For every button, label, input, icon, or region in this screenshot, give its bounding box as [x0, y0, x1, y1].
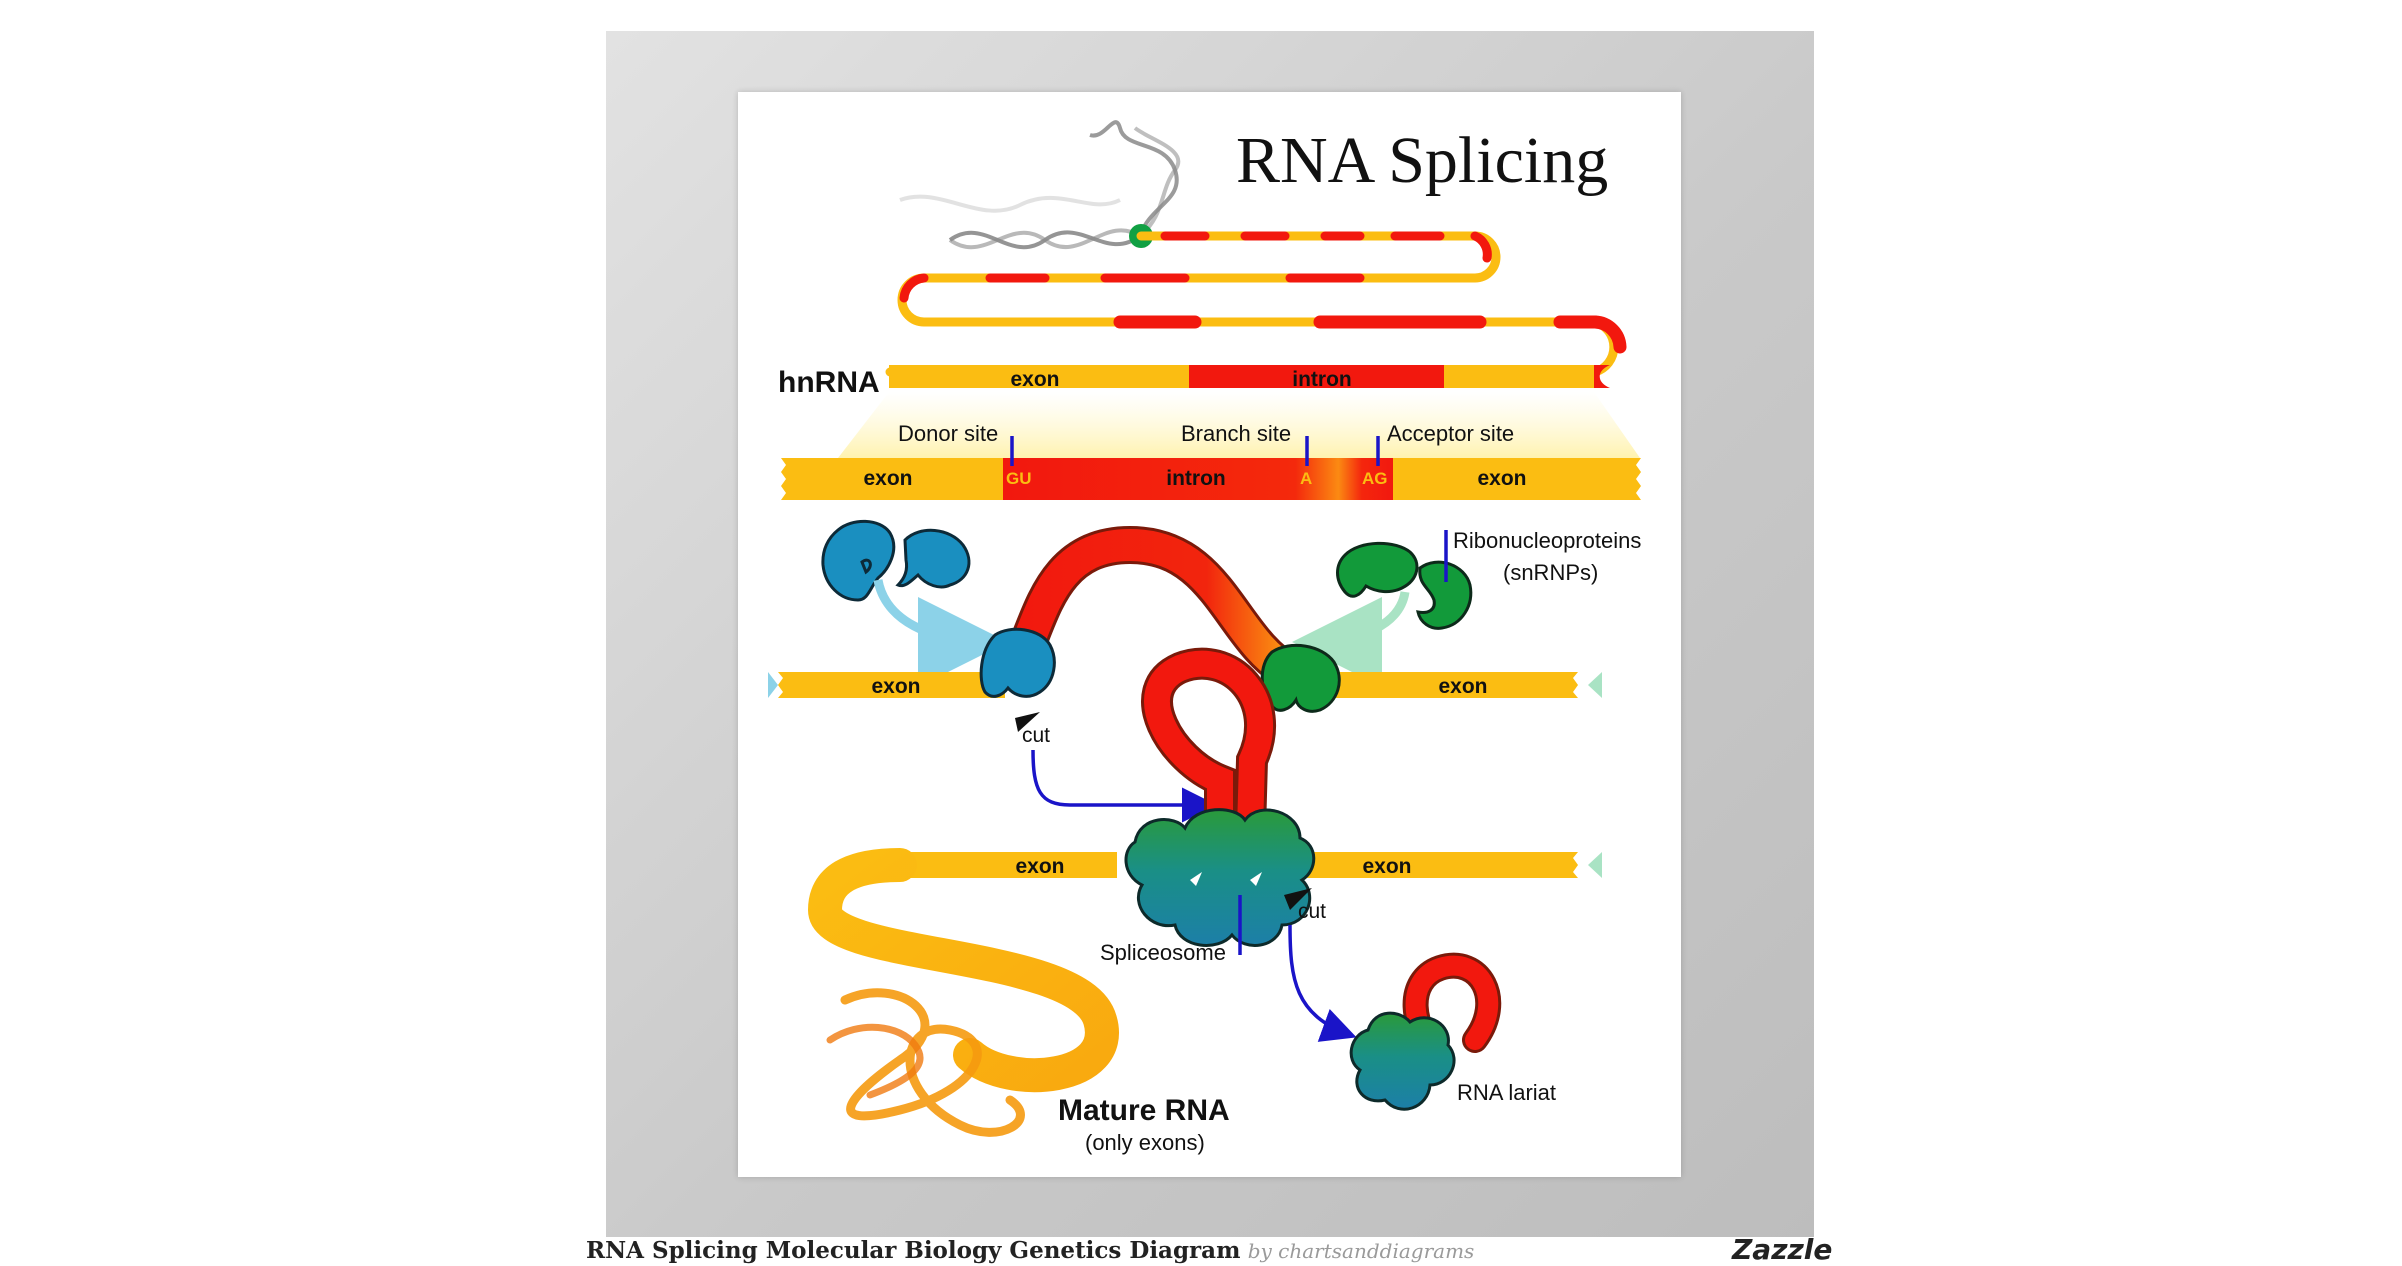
spliceosome-notch-right	[1250, 872, 1262, 886]
rna-lariat-spliceosome-icon	[1349, 1011, 1456, 1111]
detail-exon-left-label: exon	[863, 467, 912, 490]
cut-2-marker	[1284, 888, 1312, 910]
ag-sequence-label: AG	[1362, 469, 1388, 488]
product-caption: RNA Splicing Molecular Biology Genetics …	[586, 1237, 1474, 1264]
snrnp-label-line-2: (snRNPs)	[1503, 560, 1598, 585]
detail-exon-right-label: exon	[1477, 467, 1526, 490]
hnrna-exon-label: exon	[1010, 368, 1059, 391]
mature-rna-ribbon	[807, 848, 1119, 1093]
spliceosome-notch-left	[1190, 872, 1202, 886]
snrnp-green-icon	[1336, 541, 1473, 630]
dna-helix-icon	[899, 120, 1181, 250]
mature-rna-coil	[840, 988, 1025, 1137]
rna-lariat-label: RNA lariat	[1457, 1080, 1556, 1105]
bound-snrnp-green-icon	[1260, 643, 1341, 713]
hnrna-strand	[889, 365, 1610, 388]
step3-exon-right-label: exon	[1362, 855, 1411, 878]
product-title[interactable]: RNA Splicing Molecular Biology Genetics …	[586, 1237, 1241, 1264]
step2-strand	[768, 525, 1602, 698]
branch-site-label: Branch site	[1181, 421, 1291, 446]
product-author[interactable]: by chartsanddiagrams	[1247, 1239, 1475, 1263]
spliceosome-icon	[1124, 808, 1316, 947]
detail-strand	[781, 458, 1641, 500]
snrnp-blue-arrow	[873, 579, 1008, 687]
detail-intron-label: intron	[1166, 467, 1225, 490]
hnrna-label: hnRNA	[778, 366, 880, 399]
gu-sequence-label: GU	[1006, 469, 1032, 488]
snrnp-blue-icon	[821, 519, 971, 602]
step3-strand	[897, 852, 1602, 878]
hnrna-intron-label: intron	[1292, 368, 1351, 391]
mature-rna-label: Mature RNA	[1058, 1094, 1230, 1127]
poster-title: RNA Splicing	[1236, 124, 1608, 197]
cut-2-label: cut	[1298, 900, 1326, 923]
step2-exon-left-label: exon	[871, 675, 920, 698]
step3-exon-left-label: exon	[1015, 855, 1064, 878]
snrnp-green-arrow	[1292, 591, 1410, 687]
cut-2-arrow	[1288, 924, 1357, 1042]
donor-site-label: Donor site	[898, 421, 998, 446]
a-sequence-label: A	[1300, 469, 1312, 488]
step2-exon-right-label: exon	[1438, 675, 1487, 698]
bound-snrnp-blue-icon	[979, 627, 1056, 698]
acceptor-site-label: Acceptor site	[1387, 421, 1514, 446]
cut-1-marker	[1015, 712, 1040, 732]
cut-1-arrow	[1031, 749, 1217, 823]
zoom-highlight	[838, 392, 1640, 458]
transcribed-rna-strand	[885, 231, 1627, 377]
spliceosome-label: Spliceosome	[1100, 940, 1226, 965]
cut-1-label: cut	[1022, 724, 1050, 747]
mature-rna-note: (only exons)	[1085, 1130, 1205, 1155]
snrnp-label-line-1: Ribonucleoproteins	[1453, 528, 1641, 553]
brand-logo[interactable]: Zazzle	[1732, 1233, 1833, 1266]
